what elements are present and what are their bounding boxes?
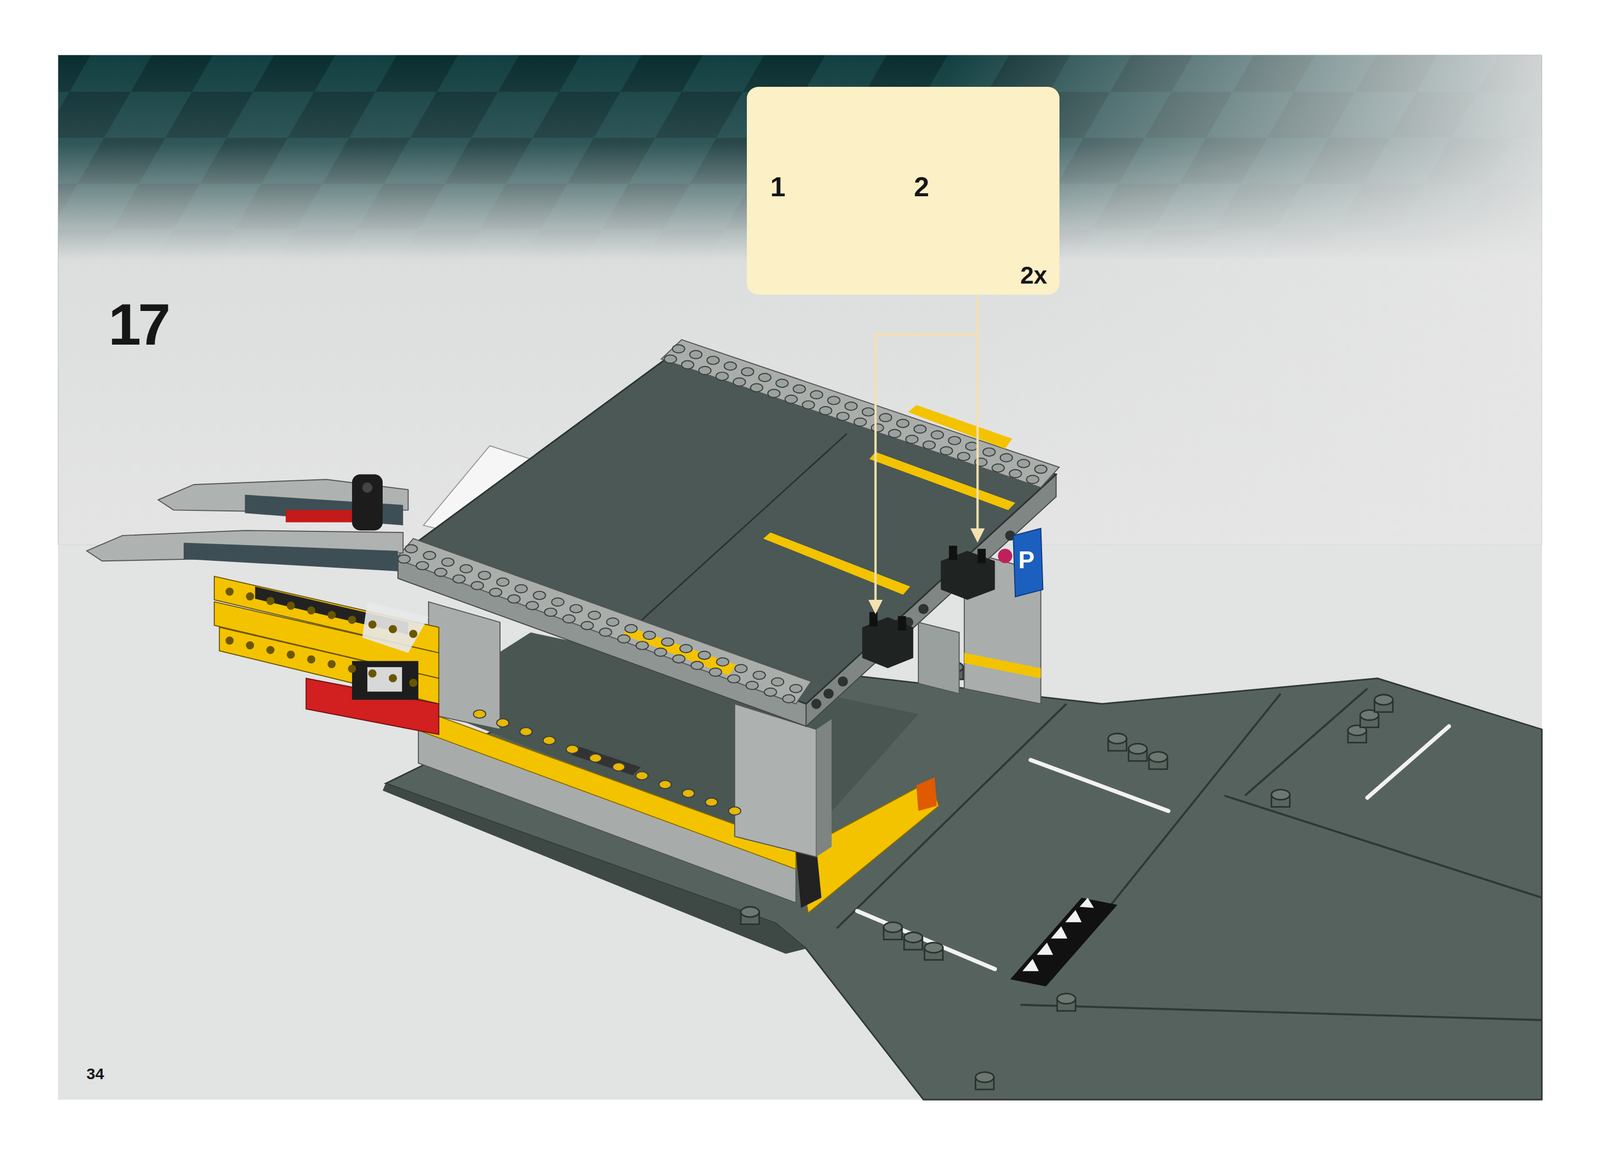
sign-letter: P <box>1018 547 1035 573</box>
step-number: 17 <box>108 295 168 355</box>
callout-number: 1 <box>770 173 786 201</box>
callout-box: 1 2 2x <box>746 86 1060 295</box>
quantity-label: 2x <box>1020 263 1047 288</box>
page-number: 34 <box>86 1066 104 1083</box>
callout-number: 2 <box>914 173 930 201</box>
